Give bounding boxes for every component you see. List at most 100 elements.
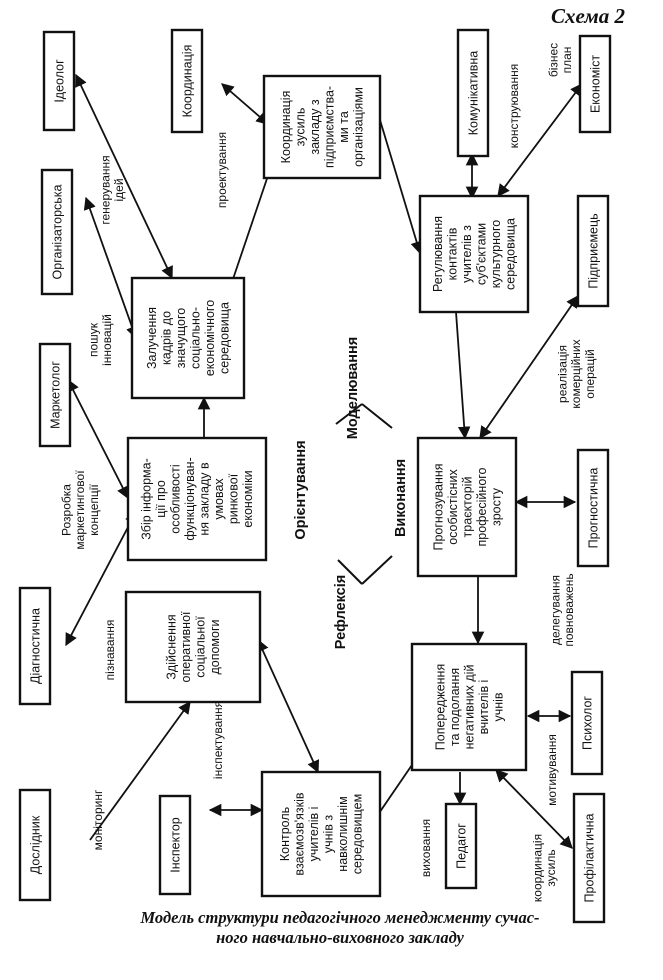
label-piznavannia: пізнавання [103,620,117,681]
role-koordynatsiia [170,28,204,134]
role-ideolog-frame [42,30,76,132]
block-zdiisnennia-dopomohy-label: Здійсненняоперативноїсоціальноїдопомоги [165,611,223,683]
label-proektuvannia: проектування [215,132,229,208]
role-inspektor-frame [158,794,192,896]
role-pedahoh [444,802,478,890]
block-zbir-informatsii-frame [126,436,268,562]
label-realizatsiia-operatsii-text: реалізаціякомерційнихоперацій [555,339,597,408]
block-koordynatsiia-zusyl [262,74,382,180]
label-koordynatsiia-zusyl-text: координаціязусиль [530,834,558,902]
block-koordynatsiia-zusyl-label: Координаціязусильзакладу зпідприємства-м… [279,86,366,168]
caption-line-2: ного навчально-виховного закладу [216,928,464,947]
role-pedahoh-label: Педагог [454,823,468,869]
block-rehuliuvannia-kontaktiv-label: Регулюванняконтактівучителів зсуб'єктами… [431,216,518,292]
label-konstruiuvannia-text: конструювання [507,64,521,148]
role-marketoloh-frame [38,342,72,448]
center-function-refleksiia: Рефлексія [333,575,349,649]
role-profilaktychna-label-text: Профілактична [582,814,596,903]
role-profilaktychna-frame [572,792,606,924]
arrow-pidpryiemets-prohnozuvannia [479,294,579,440]
center-function-refleksiia-text: Рефлексія [333,575,349,649]
arrow-doslidnyk-dopomoha [89,700,191,841]
block-zaluchennia-kadriv-frame [130,276,246,400]
role-doslidnyk-frame [18,788,52,902]
role-psykholoh-frame [570,670,604,776]
block-poperedzhennia [410,642,528,772]
block-zbir-informatsii-label: Збір інформа-ції проособливостіфункціону… [140,457,256,540]
label-rozrobka-kontseptsii: Розробкамаркетинговоїконцепції [59,470,101,550]
role-prohnostychna [576,448,610,568]
caption-line-1: Модель структури педагогічного менеджмен… [140,908,540,927]
label-piznavannia-text: пізнавання [103,620,117,681]
role-prohnostychna-frame [576,448,610,568]
block-prohnozuvannia-traiektorii-label-text: Прогнозуванняособистіснихтраєкторійпрофе… [431,463,503,550]
role-doslidnyk-label-text: Дослідник [28,815,42,874]
role-marketoloh [38,342,72,448]
role-inspektor-label-text: Інспектор [168,817,182,872]
role-pidpryiemets-label: Підприємець [586,213,600,288]
role-koordynatsiia-label-text: Координація [180,45,194,118]
label-heneruvannia-idei-text: генеруванняідей [98,155,126,224]
block-zaluchennia-kadriv-label-text: Залученнякадрів дозначущогосоціально-еко… [145,300,232,376]
label-biznes-plan-text: бізнесплан [546,43,574,77]
center-function-oriientuvannia-text: Орієнтування [293,440,309,539]
role-psykholoh-label: Психолог [580,696,594,750]
block-poperedzhennia-label-text: Попередженнята подоланнянегативних дійвч… [433,664,505,750]
label-inspektuvannia-text: інспектування [211,701,225,779]
role-ideolog-label: Ідеолог [52,59,66,103]
figure-caption: Модель структури педагогічного менеджмен… [40,908,640,948]
arrow-orhanizatorska-zaluchennia [83,196,139,340]
role-diahnostychna-frame [18,586,52,706]
role-profilaktychna-label: Профілактична [582,814,596,903]
block-zdiisnennia-dopomohy-frame [124,590,262,704]
diamond-edge-top-left [335,403,363,425]
block-koordynatsiia-zusyl-frame [262,74,382,180]
role-pidpryiemets-label-text: Підприємець [586,213,600,288]
label-vykhovannia: виховання [419,819,433,877]
block-prohnozuvannia-traiektorii-label: Прогнозуванняособистіснихтраєкторійпрофе… [431,463,503,550]
role-prohnostychna-label-text: Прогностична [586,468,600,549]
role-marketoloh-label-text: Маркетолог [48,361,62,429]
role-koordynatsiia-label: Координація [180,45,194,118]
role-doslidnyk [18,788,52,902]
role-inspektor-label: Інспектор [168,817,182,872]
role-pedahoh-label-text: Педагог [454,823,468,869]
role-diahnostychna [18,586,52,706]
block-rehuliuvannia-kontaktiv [418,194,530,314]
role-orhanizatorska-label-text: Організаторська [50,184,64,279]
arrow-koordynatsiia-block-role [221,83,269,125]
arrow-dopomoha-kontrol [256,638,320,774]
role-ekonomist-label-text: Економіст [588,55,602,113]
label-vykhovannia-text: виховання [419,819,433,877]
role-diahnostychna-label: Діагностична [28,608,42,684]
arrow-profilaktychna-poperedzhennia [495,769,573,849]
block-zaluchennia-kadriv [130,276,246,400]
role-ekonomist [578,34,612,134]
center-function-modeliuvannia: Моделювання [345,337,361,439]
diamond-edge-top-right [361,403,393,429]
arrow-diahnostychna-zbir [65,510,137,647]
center-function-oriientuvannia: Орієнтування [293,440,309,539]
arrow-ideolog-zaluchennia [75,73,173,280]
role-ideolog-label-text: Ідеолог [52,59,66,103]
label-poshuk-innovatsii: пошукінновацій [86,314,114,366]
block-poperedzhennia-label: Попередженнята подоланнянегативних дійвч… [433,664,505,750]
block-kontrol-vzaiemozviazkiv [260,770,382,898]
role-pidpryiemets-frame [576,194,610,308]
label-monitorynh-text: моніторинг [91,789,105,850]
block-koordynatsiia-zusyl-label-text: Координаціязусильзакладу зпідприємства-м… [279,86,366,168]
role-marketoloh-label: Маркетолог [48,361,62,429]
block-zbir-informatsii-label-text: Збір інформа-ції проособливостіфункціону… [140,457,256,540]
diamond-edge-bottom-left [337,559,363,585]
role-prohnostychna-label: Прогностична [586,468,600,549]
role-komunikatyvna [456,28,490,158]
role-orhanizatorska-label: Організаторська [50,184,64,279]
arrow-marketoloh-zbir [67,378,129,500]
role-komunikatyvna-frame [456,28,490,158]
label-realizatsiia-operatsii: реалізаціякомерційнихоперацій [555,339,597,408]
role-komunikatyvna-label: Комунікативна [466,51,480,136]
block-prohnozuvannia-traiektorii [416,436,518,578]
label-inspektuvannia: інспектування [211,701,225,779]
block-zdiisnennia-dopomohy [124,590,262,704]
label-konstruiuvannia: конструювання [507,64,521,148]
